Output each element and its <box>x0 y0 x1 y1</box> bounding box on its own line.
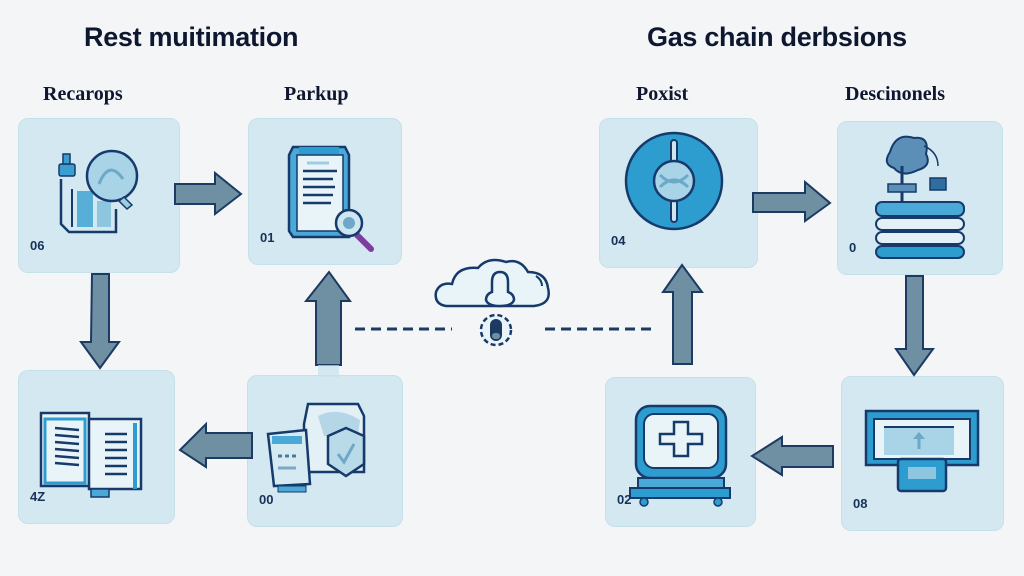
step-card-upload[interactable]: 08 <box>841 376 1004 531</box>
arrow-left-00-to-4z <box>178 421 253 469</box>
arrow-down-06-to-4z <box>79 273 121 370</box>
step-card-descinonels[interactable]: 0 <box>837 121 1003 275</box>
step-card-parkup[interactable]: 01 <box>248 118 402 265</box>
arrow-up-00-to-01 <box>303 270 352 366</box>
circle-link-icon <box>624 131 724 231</box>
step-number: 00 <box>259 492 274 507</box>
arrow-down-0-to-08 <box>894 275 935 377</box>
right-panel-title: Gas chain derbsions <box>647 22 907 52</box>
step-card-medical[interactable]: 02 <box>605 377 756 527</box>
step-card-recarops[interactable]: 06 <box>18 118 180 273</box>
checklist-search-icon <box>287 145 374 252</box>
column-label-parkup: Parkup <box>284 83 349 105</box>
left-panel-title: Rest muitimation <box>84 22 299 52</box>
tree-server-icon <box>875 135 965 259</box>
step-number: 06 <box>30 238 45 253</box>
step-number: 01 <box>260 230 275 245</box>
monitor-upload-icon <box>864 409 980 493</box>
step-number: 02 <box>617 492 632 507</box>
column-label-descinonels: Descinonels <box>845 83 945 105</box>
arrow-left-08-to-02 <box>750 435 834 477</box>
step-card-security[interactable]: 00 <box>247 375 403 527</box>
step-card-poxist[interactable]: 04 <box>599 118 758 268</box>
step-number: 04 <box>611 233 626 248</box>
arrow-right-04-to-0 <box>752 179 832 223</box>
monitor-plus-icon <box>629 404 731 507</box>
arrow-right-06-to-01 <box>174 170 243 217</box>
step-card-book[interactable]: 4Z <box>18 370 175 524</box>
step-number: 4Z <box>30 489 46 504</box>
column-label-recarops: Recarops <box>43 83 123 105</box>
document-magnifier-icon <box>58 149 139 234</box>
step-number: 0 <box>849 240 857 255</box>
step-number: 08 <box>853 496 868 511</box>
shield-document-icon <box>266 402 366 493</box>
arrow-up-02-to-04 <box>661 263 704 365</box>
column-label-poxist: Poxist <box>636 83 689 105</box>
open-book-icon <box>39 411 143 498</box>
cloud-gear-icon <box>434 258 550 347</box>
